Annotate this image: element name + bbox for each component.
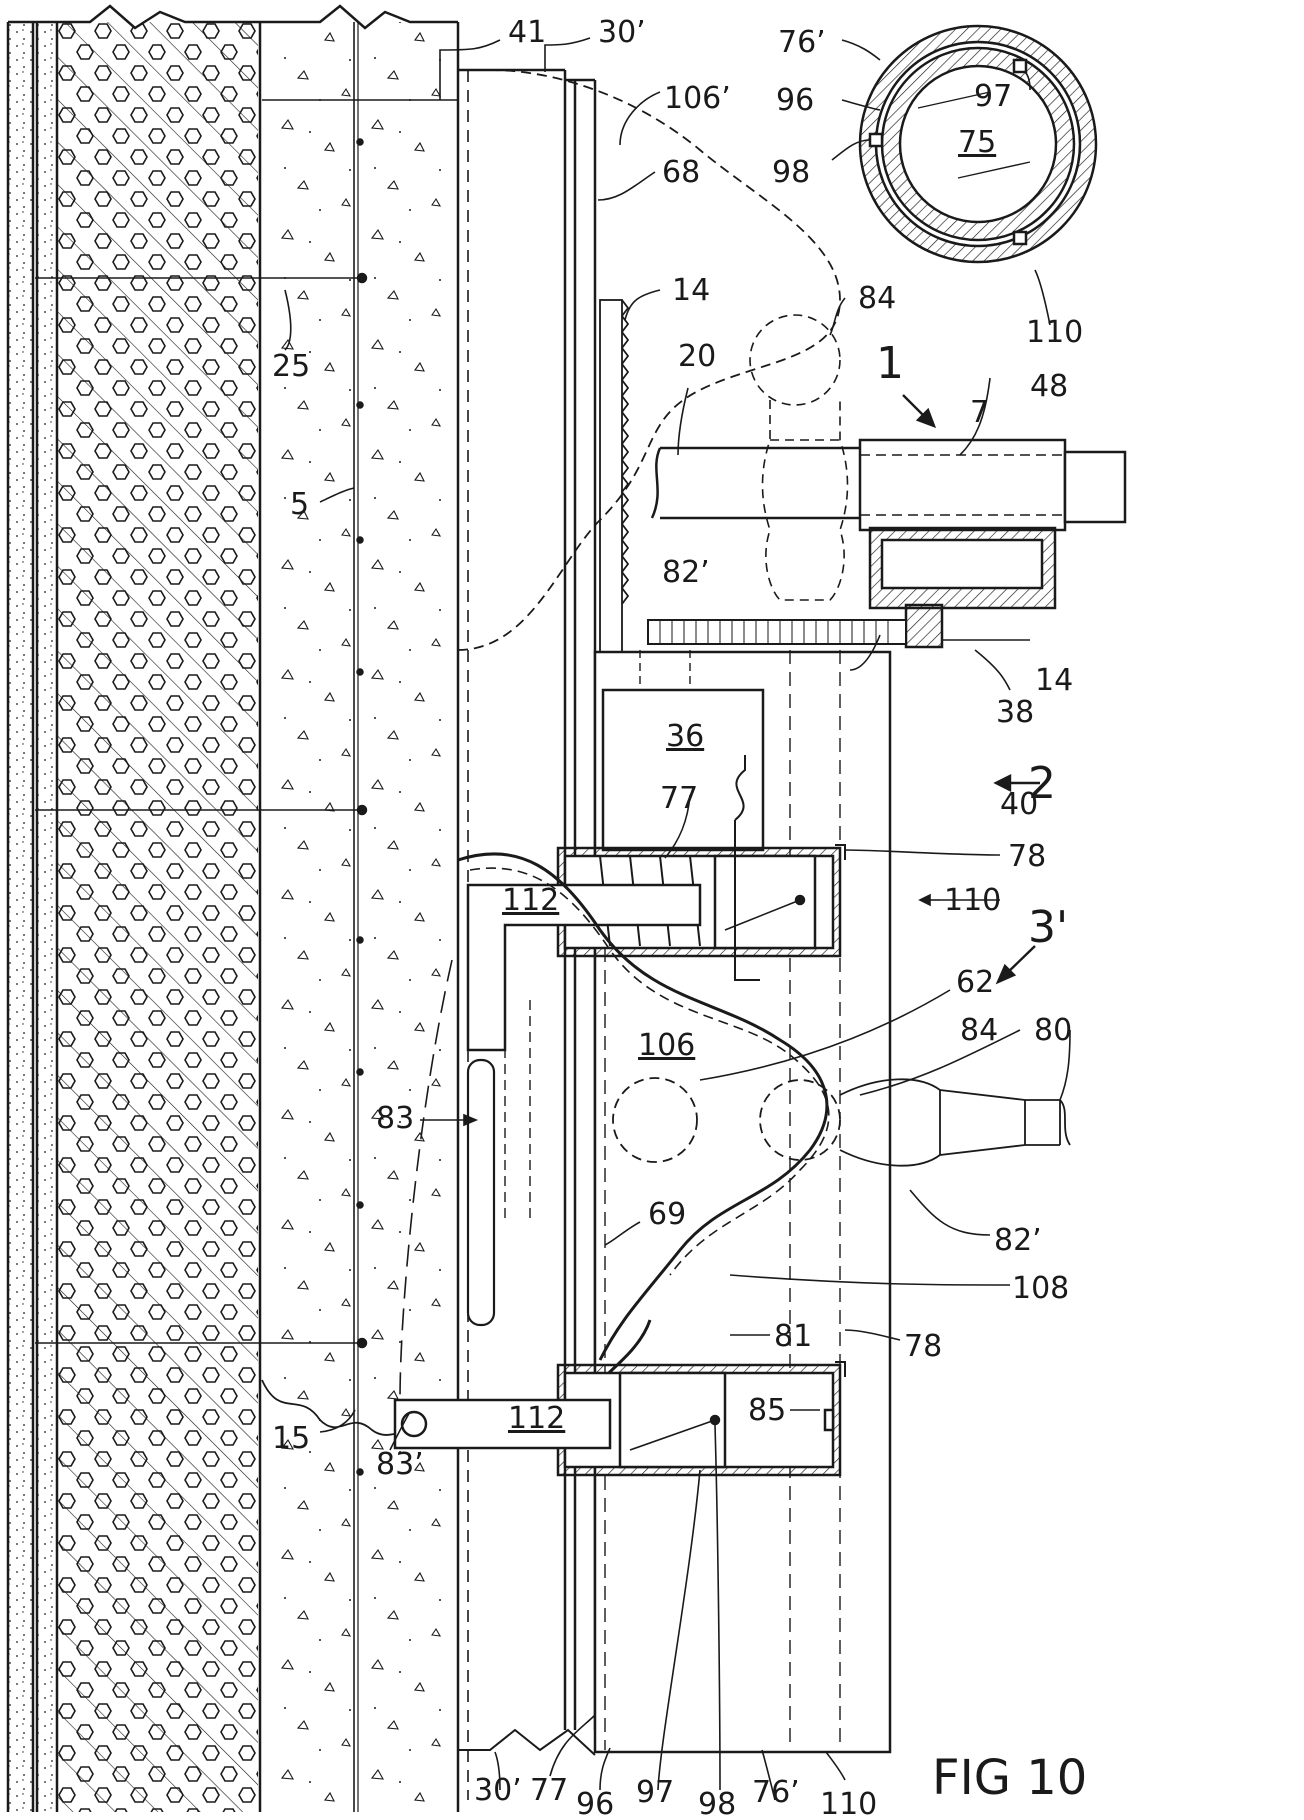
- label-3p: 3': [1028, 902, 1068, 953]
- label-30p-top: 30’: [598, 15, 646, 50]
- pipe-80: [1059, 1099, 1071, 1146]
- label-81: 81: [774, 1319, 812, 1354]
- concrete-layer: [262, 22, 458, 1812]
- label-15: 15: [272, 1421, 310, 1456]
- figure-label: FIG 10: [932, 1750, 1087, 1806]
- label-38: 38: [996, 695, 1034, 730]
- label-2: 2: [1028, 758, 1056, 809]
- flexible-bag-106p: [457, 69, 841, 651]
- render-layer-outer: [8, 22, 33, 1812]
- label-97-inset: 97: [974, 79, 1012, 114]
- flow-arrow: [734, 755, 760, 981]
- label-83p: 83’: [376, 1447, 424, 1482]
- wall-section: [6, 4, 469, 1812]
- container-106: [457, 852, 829, 1361]
- label-80: 80: [1034, 1013, 1072, 1048]
- label-108: 108: [1012, 1271, 1069, 1306]
- label-82p-top: 82’: [662, 555, 710, 590]
- label-77-bot: 77: [530, 1773, 568, 1808]
- label-96-inset: 96: [776, 83, 814, 118]
- view-arrows: [902, 394, 1040, 985]
- label-106p: 106’: [664, 81, 731, 116]
- core-75: [898, 64, 1058, 224]
- label-1: 1: [876, 338, 904, 389]
- label-98-inset: 98: [772, 155, 810, 190]
- rod-83: [466, 1000, 531, 1327]
- label-110-mid: 110: [944, 883, 1001, 918]
- label-30p-bot: 30’: [474, 1773, 522, 1808]
- label-48: 48: [1030, 369, 1068, 404]
- label-77-top: 77: [660, 781, 698, 816]
- label-98-bot: 98: [698, 1787, 736, 1820]
- label-110-inset: 110: [1026, 315, 1083, 350]
- render-layer-inner: [36, 22, 56, 1812]
- label-75: 75: [958, 125, 996, 160]
- top-break-line: [8, 4, 458, 30]
- label-96-bot: 96: [576, 1787, 614, 1820]
- bottle-84-lower: [612, 1077, 1071, 1167]
- label-82p-bot: 82’: [994, 1223, 1042, 1258]
- label-112-top: 112: [502, 883, 559, 918]
- label-40: 40: [1000, 787, 1038, 822]
- label-25: 25: [272, 349, 310, 384]
- label-20: 20: [678, 339, 716, 374]
- label-14-mid: 14: [1035, 663, 1073, 698]
- bar-112-upper: [466, 883, 702, 1052]
- leader-lines: [284, 37, 1071, 1801]
- inset-cross-section: [858, 24, 1098, 264]
- label-112-bot: 112: [508, 1401, 565, 1436]
- label-14-top: 14: [672, 273, 710, 308]
- label-97-bot: 97: [636, 1775, 674, 1810]
- label-85: 85: [748, 1393, 786, 1428]
- label-76p-inset: 76’: [778, 25, 826, 60]
- bar-112-lower: [393, 1398, 612, 1450]
- label-110-bot: 110: [820, 1787, 877, 1820]
- label-84-top: 84: [858, 281, 896, 316]
- label-106: 106: [638, 1028, 695, 1063]
- label-83: 83: [376, 1101, 414, 1136]
- label-78-top: 78: [1008, 839, 1046, 874]
- label-76p-bot: 76’: [752, 1775, 800, 1810]
- gear-38: [647, 619, 907, 645]
- beam-20: [650, 438, 1127, 649]
- label-62: 62: [956, 965, 994, 1000]
- label-36: 36: [666, 719, 704, 754]
- bottle-84-top: [749, 314, 849, 601]
- reference-labels: 41 30’ 106’ 68 14 84 20 1 48 7 25 5 82’ …: [272, 15, 1087, 1820]
- arrow-83: [420, 893, 940, 1127]
- label-7: 7: [970, 395, 989, 430]
- label-41: 41: [508, 15, 546, 50]
- label-78-bot: 78: [904, 1329, 942, 1364]
- label-68: 68: [662, 155, 700, 190]
- label-5: 5: [290, 487, 309, 522]
- label-69: 69: [648, 1197, 686, 1232]
- label-84-mid: 84: [960, 1013, 998, 1048]
- pin-14: [904, 603, 944, 649]
